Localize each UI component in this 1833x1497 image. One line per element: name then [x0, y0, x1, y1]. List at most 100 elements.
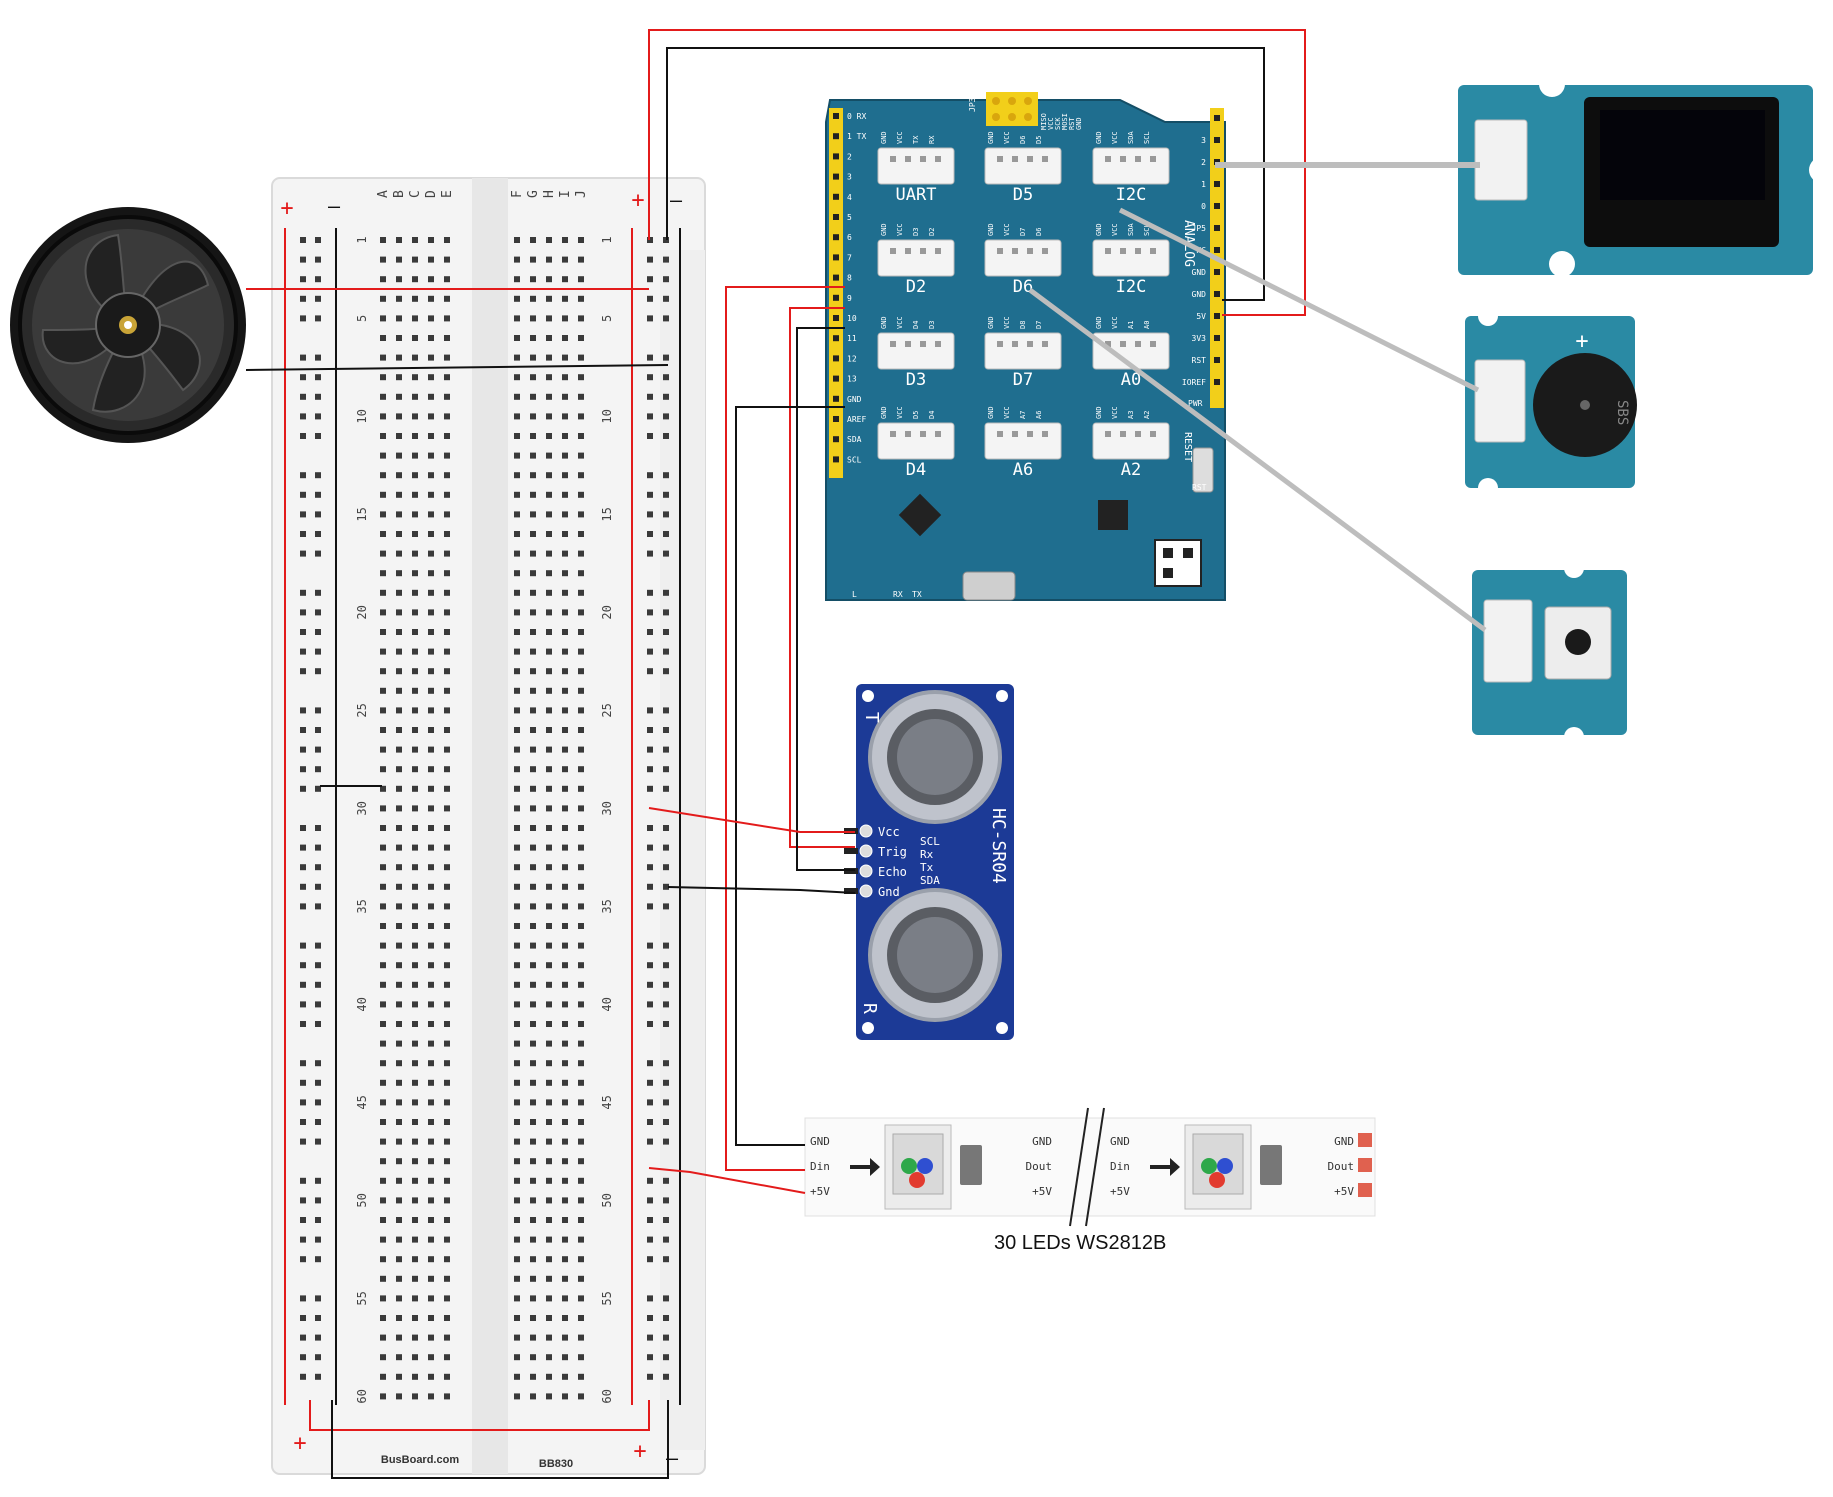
rail-hole	[315, 1177, 321, 1184]
rail-hole	[315, 981, 321, 988]
header-pin-label: 1 TX	[847, 132, 866, 141]
breadboard-hole	[578, 981, 584, 988]
breadboard-hole	[530, 825, 536, 831]
breadboard-hole	[396, 452, 402, 459]
breadboard-hole	[428, 335, 434, 341]
breadboard-hole	[578, 942, 584, 949]
breadboard-hole	[578, 1393, 584, 1400]
strip-pin-label: +5V	[1110, 1185, 1130, 1198]
breadboard-hole	[428, 1177, 434, 1184]
rail-hole	[647, 864, 653, 871]
breadboard-hole	[396, 1079, 402, 1086]
breadboard-hole	[428, 1099, 434, 1106]
grove-connector	[1474, 119, 1528, 201]
breadboard-hole	[546, 1158, 552, 1165]
rail-hole	[300, 825, 306, 831]
breadboard-hole	[546, 237, 552, 243]
header-pin	[833, 274, 839, 281]
rail-hole	[663, 1315, 669, 1321]
grove-pin-label: D6	[1035, 228, 1043, 236]
breadboard-hole	[412, 433, 418, 439]
qr-code	[1154, 539, 1202, 587]
breadboard-hole	[546, 1040, 552, 1047]
breadboard-hole	[546, 648, 552, 655]
rail-hole	[300, 511, 306, 518]
rail-hole	[663, 472, 669, 479]
breadboard-hole	[380, 864, 386, 871]
rail-hole	[300, 237, 306, 243]
header-pin	[833, 113, 839, 119]
sensor-pin	[844, 848, 858, 854]
rail-hole	[663, 1001, 669, 1008]
grove-socket	[984, 332, 1062, 370]
header-pin-label: 2	[1201, 158, 1206, 167]
breadboard-hole	[380, 687, 386, 694]
rail-hole	[663, 1079, 669, 1086]
rail-hole	[300, 864, 306, 871]
rail-hole	[647, 589, 653, 596]
breadboard-hole	[530, 433, 536, 439]
rail-hole	[315, 707, 321, 714]
breadboard-hole	[546, 1256, 552, 1263]
breadboard-hole	[530, 668, 536, 675]
breadboard-hole	[396, 491, 402, 498]
breadboard-hole	[562, 511, 568, 518]
rail-hole	[315, 1099, 321, 1106]
breadboard-hole	[530, 589, 536, 596]
breadboard-hole	[514, 237, 520, 243]
wires	[245, 29, 1487, 1479]
breadboard-hole	[578, 531, 584, 537]
breadboard-hole	[530, 1393, 536, 1400]
oled-display-module	[1458, 71, 1833, 277]
breadboard-hole	[546, 531, 552, 537]
breadboard-hole	[428, 570, 434, 577]
rail-hole	[315, 648, 321, 655]
breadboard-hole	[412, 629, 418, 635]
grove-pin-label: VCC	[1003, 223, 1011, 236]
breadboard-hole	[562, 707, 568, 714]
breadboard-hole	[412, 1315, 418, 1321]
grove-pin-label: A0	[1143, 321, 1151, 329]
breadboard-hole	[444, 648, 450, 655]
rail-hole	[647, 1060, 653, 1067]
breadboard-hole	[396, 785, 402, 792]
rail-hole	[315, 256, 321, 263]
rail-hole	[663, 707, 669, 714]
grove-pin-label: A2	[1143, 411, 1151, 419]
rail-hole	[300, 393, 306, 400]
row-number-label: 55	[355, 1291, 369, 1305]
breadboard-hole	[530, 570, 536, 577]
breadboard-hole	[412, 1197, 418, 1204]
grove-pin-label: D5	[1035, 136, 1043, 144]
grove-pin-label: SDA	[1127, 131, 1135, 144]
rail-hole	[647, 1236, 653, 1243]
column-letter: H	[542, 190, 557, 198]
breadboard-hole	[530, 1217, 536, 1223]
breadboard-hole	[514, 923, 520, 929]
breadboard-hole	[562, 1158, 568, 1165]
breadboard-hole	[546, 844, 552, 851]
rail-hole	[663, 1119, 669, 1125]
breadboard-hole	[530, 276, 536, 283]
breadboard-hole	[578, 923, 584, 929]
header-pin-label: 13	[847, 375, 857, 384]
rail-hole	[300, 276, 306, 283]
breadboard-hole	[530, 315, 536, 322]
breadboard-hole	[546, 1138, 552, 1145]
breadboard-hole	[578, 315, 584, 322]
breadboard-hole	[546, 1315, 552, 1321]
breadboard-hole	[444, 511, 450, 518]
breadboard-hole	[514, 1177, 520, 1184]
breadboard-hole	[428, 746, 434, 753]
breadboard-hole	[412, 1236, 418, 1243]
breadboard-hole	[562, 805, 568, 812]
rail-hole	[663, 629, 669, 635]
breadboard-hole	[578, 550, 584, 557]
rail-hole	[663, 256, 669, 263]
breadboard-hole	[546, 668, 552, 675]
grove-pin-label: RX	[928, 135, 936, 144]
